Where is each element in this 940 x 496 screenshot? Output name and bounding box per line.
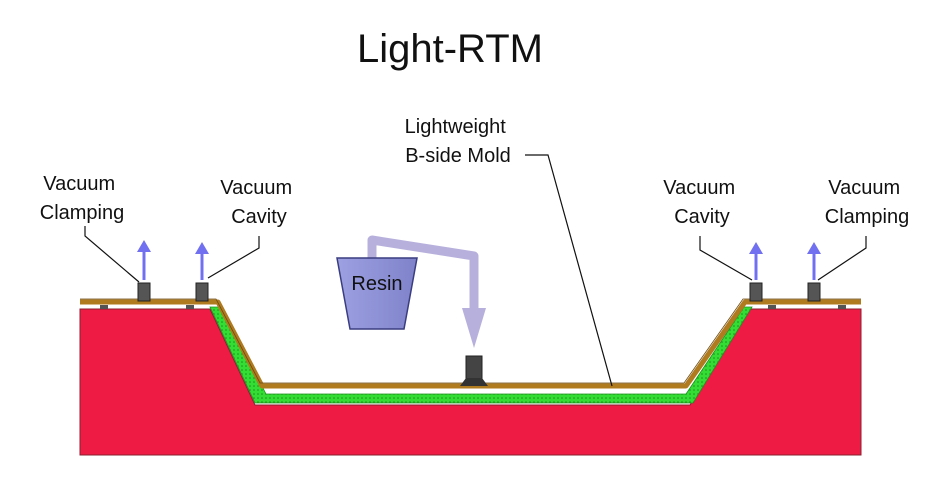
seal — [100, 305, 108, 309]
right-cavity-label: Vacuum Cavity — [663, 177, 740, 228]
right-clamping-label: Vacuum Clamping — [825, 177, 909, 228]
resin-injection-port — [460, 355, 488, 386]
left-clamping-port — [137, 240, 151, 302]
left-cavity-label: Vacuum Cavity — [220, 177, 297, 228]
arrow-down-icon — [462, 308, 486, 348]
arrow-up-icon — [195, 242, 209, 254]
arrow-up-icon — [137, 240, 151, 252]
resin-bucket: Resin — [336, 257, 418, 330]
right-cavity-port — [749, 242, 763, 302]
arrow-up-icon — [749, 242, 763, 254]
leader-b-side-mold — [525, 154, 613, 387]
right-clamping-port — [807, 242, 821, 302]
page-title: Light-RTM — [357, 27, 543, 71]
seal — [838, 305, 846, 309]
left-clamping-label: Vacuum Clamping — [40, 173, 124, 224]
left-cavity-port — [195, 242, 209, 302]
seal — [186, 305, 194, 309]
leader-left-clamping — [84, 226, 140, 283]
arrow-up-icon — [807, 242, 821, 254]
leader-left-cavity — [207, 236, 260, 279]
b-side-mold-label: Lightweight B-side Mold — [405, 116, 512, 167]
seal — [768, 305, 776, 309]
resin-label: Resin — [351, 273, 402, 295]
leader-right-cavity — [699, 236, 753, 281]
leader-right-clamping — [817, 236, 867, 281]
